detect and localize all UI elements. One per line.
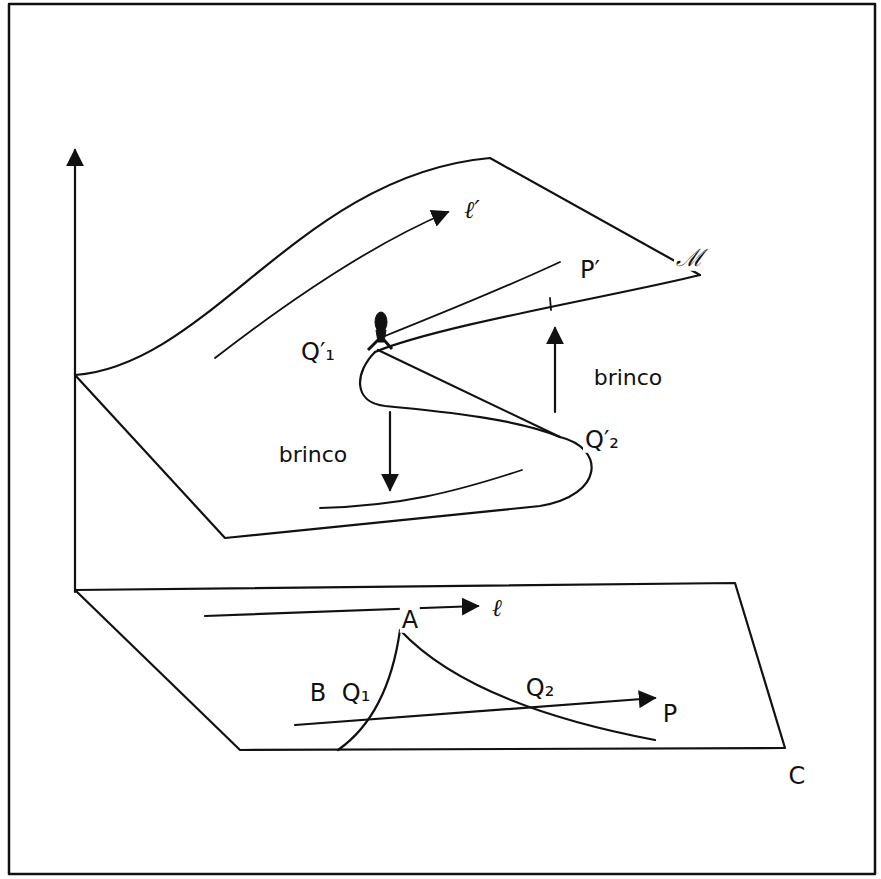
point-label: P (661, 701, 679, 727)
surface-front-edge (375, 275, 700, 352)
fold-edge (378, 350, 560, 437)
point-label: ℳ (674, 245, 706, 271)
surface-path (320, 470, 522, 508)
point-label: B (308, 680, 328, 706)
point-label: P′ (578, 257, 602, 283)
surface-top-edge (75, 158, 700, 375)
cusp-branch (400, 630, 655, 740)
frame (9, 4, 875, 874)
ball-figure (368, 312, 392, 350)
path-arrow (215, 212, 448, 358)
point-label: brinco (277, 443, 350, 467)
point-label: Q′₂ (583, 427, 621, 453)
vertical-axis (74, 150, 76, 592)
control-plane (75, 583, 785, 750)
point-label: ℓ (490, 595, 504, 621)
surface-lower-edge (75, 375, 592, 538)
cusp-branch (338, 630, 400, 750)
point-label: Q′₁ (299, 339, 337, 365)
tick (550, 298, 551, 310)
point-label: Q₁ (340, 680, 373, 706)
point-label: A (400, 607, 420, 633)
point-label: ℓ′ (462, 197, 481, 223)
surface-path (380, 262, 560, 338)
point-label: C (787, 763, 808, 789)
jump-arrow (554, 328, 556, 412)
point-label: brinco (592, 366, 665, 390)
jump-arrow (389, 412, 391, 490)
path-arrow (205, 606, 478, 616)
point-label: Q₂ (524, 675, 557, 701)
